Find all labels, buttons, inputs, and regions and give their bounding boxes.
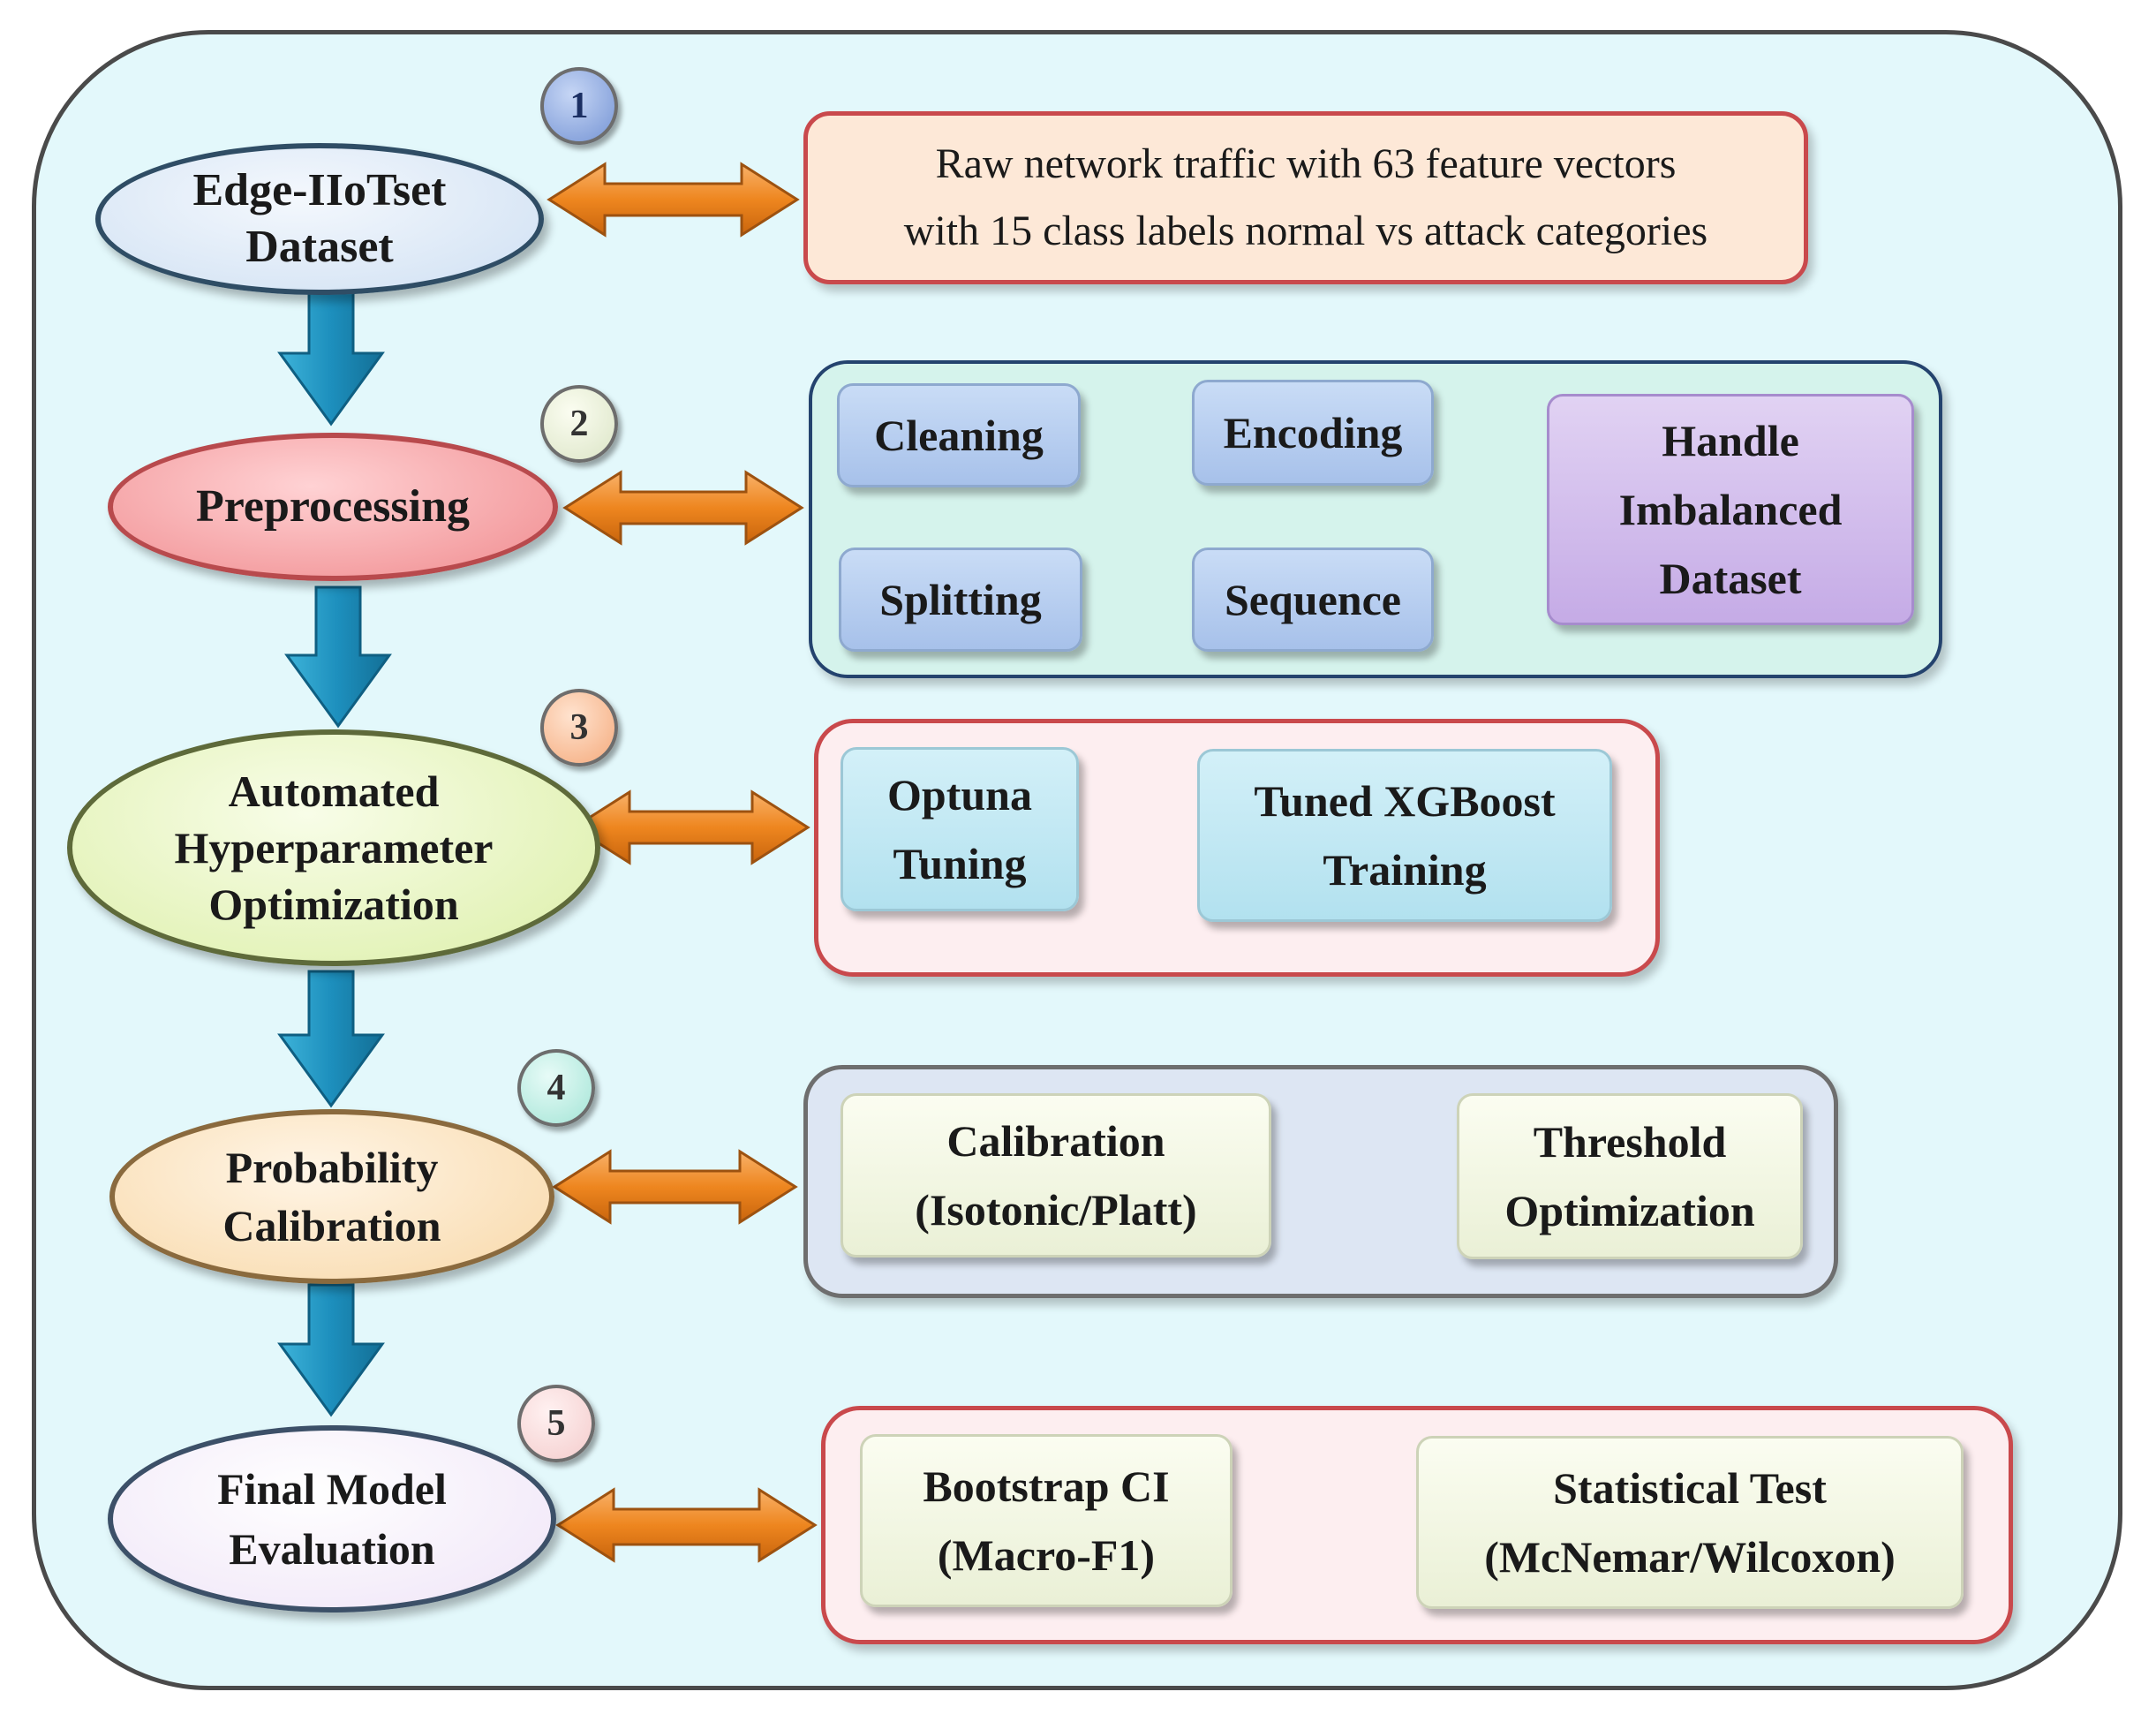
stage-5-label: Final Model Evaluation — [217, 1464, 447, 1574]
stage-2-label: Preprocessing — [195, 481, 471, 532]
stage-5-ellipse: Final Model Evaluation — [108, 1425, 556, 1612]
threshold-optimization-box: Threshold Optimization — [1457, 1093, 1803, 1259]
stage-5-number: 5 — [547, 1403, 566, 1444]
stage-2-ellipse: Preprocessing — [108, 433, 558, 581]
splitting-box: Splitting — [839, 548, 1082, 652]
stage-1-number-badge: 1 — [540, 67, 618, 145]
handle-imbalanced-box: Handle Imbalanced Dataset — [1547, 394, 1914, 625]
splitting-label: Splitting — [879, 575, 1042, 624]
calibration-box: Calibration (Isotonic/Platt) — [841, 1093, 1271, 1258]
bootstrap-ci-box: Bootstrap CI (Macro-F1) — [860, 1434, 1233, 1607]
double-arrow-stage-1 — [547, 162, 800, 238]
sequence-label: Sequence — [1225, 575, 1401, 624]
stage-3-ellipse: Automated Hyperparameter Optimization — [67, 729, 600, 966]
stage-2-number: 2 — [569, 404, 589, 444]
tuned-xgboost-label: Tuned XGBoost Training — [1254, 776, 1556, 895]
double-arrow-stage-3 — [571, 789, 810, 865]
double-arrow-stage-4 — [552, 1149, 798, 1225]
cleaning-label: Cleaning — [874, 411, 1044, 460]
cleaning-box: Cleaning — [837, 383, 1081, 487]
dataset-description-text: Raw network traffic with 63 feature vect… — [903, 140, 1708, 254]
statistical-test-box: Statistical Test (McNemar/Wilcoxon) — [1416, 1436, 1964, 1609]
stage-4-label: Probability Calibration — [222, 1143, 441, 1250]
handle-imbalanced-label: Handle Imbalanced Dataset — [1618, 416, 1843, 603]
down-arrow-4-5 — [277, 1283, 385, 1417]
stage-4-number: 4 — [547, 1068, 566, 1108]
threshold-optimization-label: Threshold Optimization — [1504, 1117, 1755, 1235]
stage-3-number-badge: 3 — [540, 689, 618, 767]
encoding-box: Encoding — [1192, 380, 1434, 486]
stage-5-number-badge: 5 — [517, 1385, 595, 1462]
tuned-xgboost-box: Tuned XGBoost Training — [1197, 749, 1612, 922]
optuna-tuning-label: Optuna Tuning — [887, 770, 1032, 888]
dataset-description-panel: Raw network traffic with 63 feature vect… — [803, 111, 1808, 284]
sequence-box: Sequence — [1192, 548, 1434, 652]
stage-4-ellipse: Probability Calibration — [109, 1109, 554, 1284]
down-arrow-2-3 — [284, 585, 392, 729]
stage-2-number-badge: 2 — [540, 385, 618, 463]
encoding-label: Encoding — [1223, 408, 1403, 457]
optuna-tuning-box: Optuna Tuning — [841, 747, 1079, 911]
stage-1-number: 1 — [569, 86, 589, 126]
bootstrap-ci-label: Bootstrap CI (Macro-F1) — [923, 1461, 1170, 1580]
calibration-label: Calibration (Isotonic/Platt) — [915, 1116, 1197, 1235]
stage-1-ellipse: Edge-IIoTset Dataset — [95, 143, 544, 295]
stage-4-number-badge: 4 — [517, 1049, 595, 1127]
down-arrow-1-2 — [277, 290, 385, 427]
down-arrow-3-4 — [277, 970, 385, 1108]
stage-1-label: Edge-IIoTset Dataset — [192, 165, 447, 272]
double-arrow-stage-2 — [562, 470, 804, 546]
double-arrow-stage-5 — [555, 1487, 818, 1563]
stage-3-label: Automated Hyperparameter Optimization — [174, 767, 494, 929]
stage-3-number: 3 — [569, 707, 589, 748]
statistical-test-label: Statistical Test (McNemar/Wilcoxon) — [1484, 1463, 1896, 1582]
